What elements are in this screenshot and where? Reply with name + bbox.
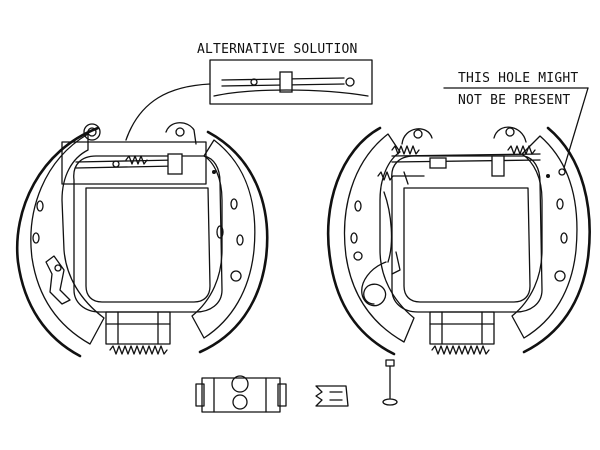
wheel-cylinder-cap-right <box>277 383 287 407</box>
wheel-cylinder <box>195 375 287 413</box>
right-shoe-web-right <box>511 135 578 339</box>
right-spring-hook <box>391 251 401 275</box>
left-lever-pin <box>54 264 62 272</box>
left-pivot-hole <box>87 127 97 137</box>
left-strut-spring <box>125 155 148 165</box>
right-web-hole-4 <box>556 198 564 210</box>
right-web-hole-2 <box>350 232 358 244</box>
right-lug-hole-left <box>413 129 423 139</box>
left-web-hole-2 <box>32 232 40 244</box>
left-small-hole <box>212 170 216 174</box>
left-backplate <box>73 155 223 313</box>
right-return-spring <box>431 345 490 355</box>
right-optional-hole <box>558 168 566 176</box>
left-shoe-web-left <box>30 133 105 345</box>
right-strut-lower <box>377 171 425 185</box>
left-pivot-ring <box>83 123 101 141</box>
right-shoe-web-left <box>343 133 415 343</box>
alternative-leader-line <box>125 83 211 141</box>
left-strut-bar <box>75 159 177 169</box>
wheel-cylinder-lines <box>213 377 267 413</box>
right-upper-spring-right <box>507 145 536 155</box>
right-web-hole-6 <box>554 270 566 282</box>
right-top-lug-left <box>401 128 433 145</box>
hole-note-leader <box>563 87 589 169</box>
right-anchor-detail <box>429 311 495 345</box>
right-coil-spring <box>361 191 393 307</box>
hole-note-line-1: THIS HOLE MIGHT <box>458 71 578 86</box>
alternative-inset-frame <box>209 59 373 105</box>
left-strut-frame <box>61 141 207 185</box>
right-strut-adjuster <box>429 157 447 169</box>
wheel-cylinder-inlet <box>232 394 248 410</box>
alternative-solution-inset: ALTERNATIVE SOLUTION <box>197 42 373 105</box>
right-top-lug-right <box>493 126 527 143</box>
left-park-lever <box>45 255 71 305</box>
left-anchor-block <box>105 311 171 345</box>
left-shoe-lining-left <box>15 126 100 358</box>
right-anchor-block <box>429 311 495 345</box>
left-top-lug <box>165 122 197 145</box>
left-web-hole-4 <box>236 234 244 246</box>
alternative-rivet <box>250 78 258 86</box>
left-web-hole-6 <box>216 225 224 239</box>
right-brake-assembly <box>326 126 591 356</box>
left-strut-rivet <box>112 160 120 168</box>
left-backplate-inner <box>85 187 211 303</box>
right-upper-spring-left <box>391 145 420 155</box>
left-web-hole-1 <box>36 200 44 212</box>
adjuster-clip-slot <box>329 391 343 401</box>
wheel-cylinder-bleed-port <box>231 375 249 393</box>
right-backplate <box>391 155 543 313</box>
right-strut-bar <box>391 153 541 163</box>
right-shoe-lining-right <box>522 126 591 354</box>
left-strut-clip <box>167 153 183 175</box>
right-shoe-lining-left <box>326 126 396 356</box>
right-web-hole-1 <box>354 200 362 212</box>
left-lug-hole <box>175 127 185 137</box>
right-web-hole-5 <box>560 232 568 244</box>
left-shoe-web-right <box>191 139 256 339</box>
alternative-shoe-edge <box>213 89 369 97</box>
right-lug-hole-right <box>505 127 515 137</box>
adjuster-clip <box>315 385 349 407</box>
left-anchor-detail <box>105 311 171 345</box>
hole-note: THIS HOLE MIGHT NOT BE PRESENT <box>443 71 589 169</box>
left-web-hole-5 <box>230 270 242 282</box>
hold-down-pin <box>382 359 398 406</box>
wheel-cylinder-body <box>201 377 281 413</box>
left-return-spring <box>109 345 168 355</box>
alternative-end-hole <box>345 77 355 87</box>
right-backplate-inner <box>403 187 531 303</box>
hole-note-line-2: NOT BE PRESENT <box>458 93 570 108</box>
hold-down-pin-top <box>385 359 395 367</box>
alternative-solution-label: ALTERNATIVE SOLUTION <box>197 42 358 57</box>
right-small-hole <box>546 174 550 178</box>
left-web-hole-3 <box>230 198 238 210</box>
adjuster-clip-body <box>315 385 349 407</box>
alternative-strut-clip <box>279 71 293 93</box>
right-strut-clip <box>491 155 505 177</box>
hold-down-pin-head <box>382 398 398 406</box>
left-shoe-lining-right <box>198 130 269 354</box>
wheel-cylinder-cap-left <box>195 383 205 407</box>
right-web-hole-3 <box>353 251 363 261</box>
left-brake-assembly <box>15 122 269 358</box>
